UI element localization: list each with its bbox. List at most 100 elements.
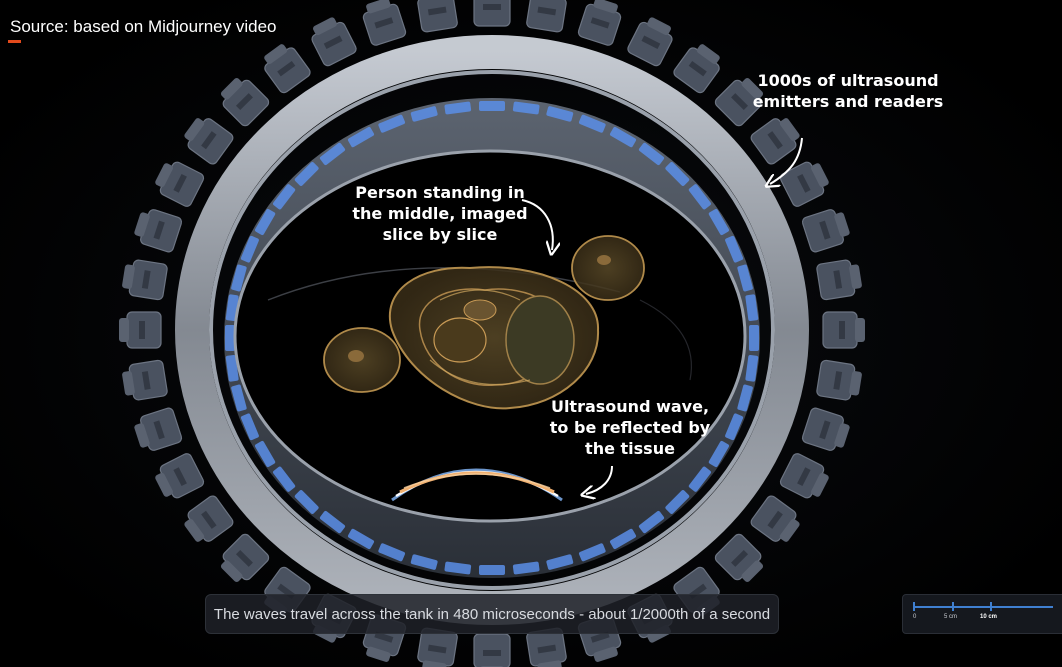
emitter-pad (255, 440, 276, 468)
transducer-module (155, 453, 205, 499)
transducer-module (801, 407, 850, 451)
emitter-pad (512, 101, 540, 115)
transducer-module (119, 311, 162, 349)
emitter-pad (231, 264, 247, 292)
source-label: Source: based on Midjourney video (10, 17, 277, 36)
emitter-pad (347, 127, 375, 148)
emitter-pad (688, 184, 711, 210)
transducer-module (714, 78, 764, 127)
callout-wave-line: Ultrasound wave, (550, 397, 710, 416)
callout-emitters-line: 1000s of ultrasound (757, 71, 939, 90)
transducer-module (134, 407, 183, 451)
caption-text: The waves travel across the tank in 480 … (213, 605, 771, 623)
arrow-to-person (521, 199, 553, 250)
transducer-module (577, 0, 622, 46)
emitter-pad (725, 413, 744, 441)
callout-wave: Ultrasound wave, to be reflected by the … (540, 396, 720, 459)
source-accent-mark (8, 40, 21, 43)
emitter-pad (410, 554, 438, 570)
emitter-pad (444, 561, 472, 575)
emitter-pad (319, 511, 346, 534)
transducer-module (155, 161, 205, 207)
scale-tick-label: 0 (913, 614, 917, 620)
transducer-module (220, 78, 270, 127)
emitter-pad (255, 208, 276, 236)
emitter-pad (546, 106, 574, 122)
callout-person-line: Person standing in (355, 183, 525, 202)
emitter-pad (638, 511, 665, 534)
emitter-pad (410, 106, 438, 122)
transducer-module (750, 495, 800, 542)
emitter-pad (665, 490, 690, 514)
transducer-module (184, 118, 234, 165)
emitter-pad (546, 554, 574, 570)
emitter-pad (240, 235, 259, 263)
emitter-pad (688, 466, 711, 492)
scale-tick (952, 602, 954, 611)
emitter-pad (578, 543, 606, 562)
scale-line (913, 606, 1053, 608)
transducer-module (473, 0, 511, 27)
emitter-pad (347, 528, 375, 549)
callout-wave-line: to be reflected by (549, 418, 711, 437)
emitter-pad (578, 114, 606, 133)
ultrasound-wave (391, 468, 563, 502)
transducer-module (627, 17, 673, 67)
emitter-pad (273, 466, 296, 492)
scale-tick-label: 5 cm (944, 614, 958, 620)
transducer-module (264, 44, 311, 94)
scale-tick (990, 602, 992, 611)
callout-person: Person standing in the middle, imaged sl… (340, 182, 540, 245)
emitter-pads (225, 101, 759, 575)
transducer-module (526, 0, 567, 33)
arm-cross-section-left (323, 327, 401, 393)
emitter-pad (609, 127, 637, 148)
transducer-module (822, 311, 865, 349)
emitter-pad (294, 490, 319, 514)
emitter-pad (225, 355, 239, 382)
scale-tick-label: 10 cm (980, 614, 998, 620)
transducer-module (122, 259, 168, 301)
transducer-module (311, 17, 357, 67)
emitter-pad (745, 294, 759, 321)
emitter-pad (638, 142, 665, 165)
transducer-module (184, 495, 234, 542)
callout-wave-line: the tissue (585, 439, 675, 458)
transducer-module (220, 533, 270, 582)
emitter-pad (749, 325, 759, 351)
transducer-module (417, 0, 458, 33)
emitter-pad (609, 528, 637, 549)
transducer-module (816, 259, 862, 301)
callout-emitters-line: emitters and readers (752, 92, 944, 111)
emitter-pad (444, 101, 472, 115)
arm-cross-section-right (571, 235, 645, 301)
emitter-pad (479, 101, 505, 111)
arrow-to-wave (586, 465, 613, 494)
emitter-pad (378, 114, 406, 133)
video-caption: The waves travel across the tank in 480 … (205, 594, 779, 634)
callout-person-line: slice by slice (382, 225, 498, 244)
transducer-module (779, 161, 829, 207)
transducer-module (134, 209, 183, 253)
emitter-pad (273, 184, 296, 210)
reflection-arc (639, 299, 692, 381)
emitter-pad (737, 264, 753, 292)
emitter-pad (240, 413, 259, 441)
emitter-pad (319, 142, 346, 165)
transducer-modules (119, 0, 865, 667)
transducer-module (362, 0, 407, 46)
emitter-pad (737, 384, 753, 412)
emitter-pad (231, 384, 247, 412)
scale-bar: 0 5 cm 10 cm (902, 594, 1062, 634)
callout-person-line: the middle, imaged (352, 204, 528, 223)
reflection-arc (267, 267, 621, 301)
scale-tick (913, 602, 915, 611)
emitter-pad (708, 208, 729, 236)
emitter-pad (378, 543, 406, 562)
transducer-module (673, 44, 720, 94)
emitter-pad (225, 325, 235, 351)
arrow-to-emitters (770, 137, 803, 184)
callout-emitters: 1000s of ultrasound emitters and readers (748, 70, 948, 112)
transducer-module (816, 359, 862, 401)
